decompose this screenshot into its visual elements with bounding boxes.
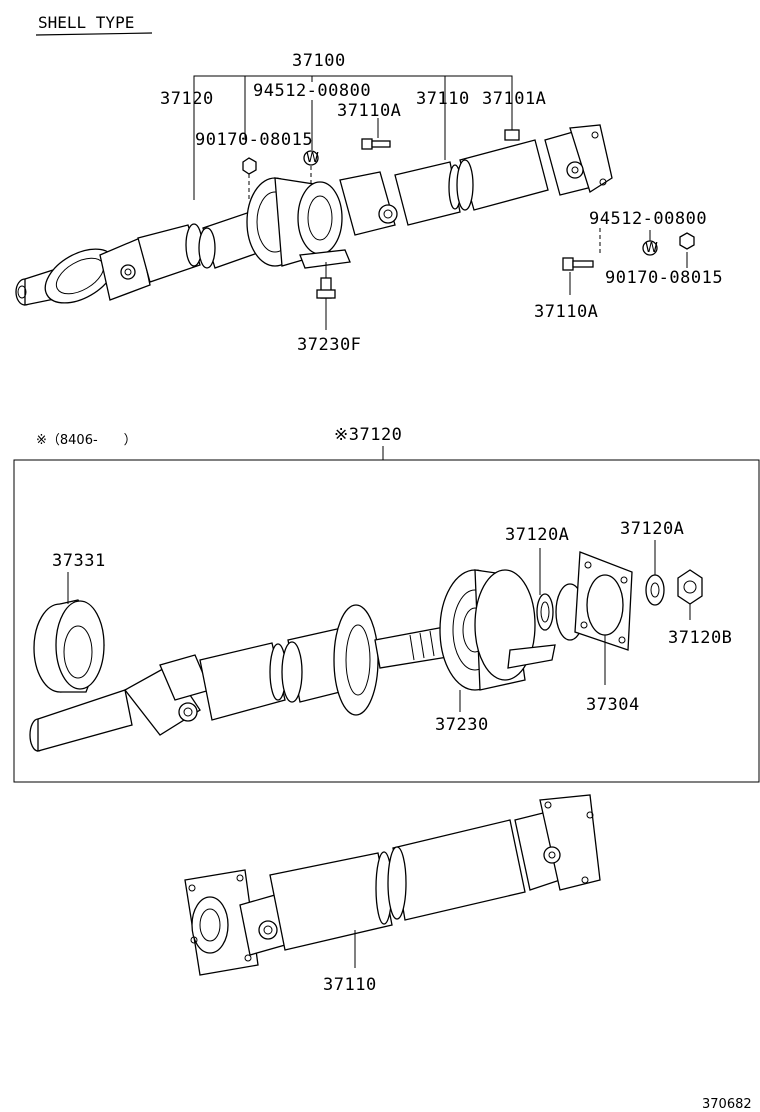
label-37120: 37120 <box>160 89 214 109</box>
detail-shaft-tube <box>199 604 379 721</box>
companion-flange <box>555 551 633 685</box>
left-hardware: W <box>242 100 391 200</box>
nut-left <box>242 157 257 175</box>
center-bearing <box>246 177 351 269</box>
svg-text:W: W <box>645 241 658 256</box>
label-37120b: 37120B <box>668 628 732 648</box>
front-yoke <box>15 237 151 306</box>
spline-shaft <box>374 624 461 669</box>
top-assembly: W W 37100 37120 94 <box>15 51 723 355</box>
middle-joint <box>339 171 398 236</box>
bottom-shaft: 37110 <box>184 794 601 995</box>
detail-note: ※（8406- ） <box>36 433 137 448</box>
rear-flange <box>544 124 613 196</box>
rear-shaft-tube <box>394 129 549 226</box>
label-37110-bottom: 37110 <box>323 975 377 995</box>
label-37230f: 37230F <box>297 335 361 355</box>
oil-seal <box>33 572 105 693</box>
center-support-bearing <box>439 569 556 712</box>
label-90170-right: 90170-08015 <box>605 268 723 288</box>
washer-left <box>303 150 319 166</box>
label-37101a: 37101A <box>482 89 546 109</box>
detail-title: ※37120 <box>334 425 402 445</box>
nut-right <box>679 232 695 250</box>
diagram-title: SHELL TYPE <box>38 13 134 32</box>
detail-washer-b <box>645 540 665 606</box>
label-37110: 37110 <box>416 89 470 109</box>
label-37331: 37331 <box>52 551 106 571</box>
svg-text:W: W <box>306 151 319 166</box>
detail-box-frame <box>13 459 760 783</box>
detail-washer-a <box>536 548 554 631</box>
bolt-left <box>361 138 391 150</box>
bolt-right <box>562 257 594 271</box>
label-37100: 37100 <box>292 51 346 71</box>
detail-front-yoke <box>29 654 211 752</box>
label-37120a-left: 37120A <box>505 525 569 545</box>
right-hardware: W <box>562 228 695 271</box>
label-94512-left: 94512-00800 <box>253 81 371 101</box>
label-90170-left: 90170-08015 <box>195 130 313 150</box>
label-37110a-left: 37110A <box>337 101 401 121</box>
detail-nut <box>677 569 703 620</box>
bearing-bolt <box>316 262 336 299</box>
label-37120a-right: 37120A <box>620 519 684 539</box>
label-37304: 37304 <box>586 695 640 715</box>
label-37110a-right: 37110A <box>534 302 598 322</box>
assembly-bracket <box>193 75 513 200</box>
label-37230: 37230 <box>435 715 489 735</box>
detail-assembly: 37331 37120A 37120A 37120B 37230 37304 <box>29 519 732 752</box>
balance-weight <box>504 129 520 141</box>
figure-number: 370682 <box>702 1097 752 1112</box>
title-underline <box>35 32 153 36</box>
label-94512-right: 94512-00800 <box>589 209 707 229</box>
